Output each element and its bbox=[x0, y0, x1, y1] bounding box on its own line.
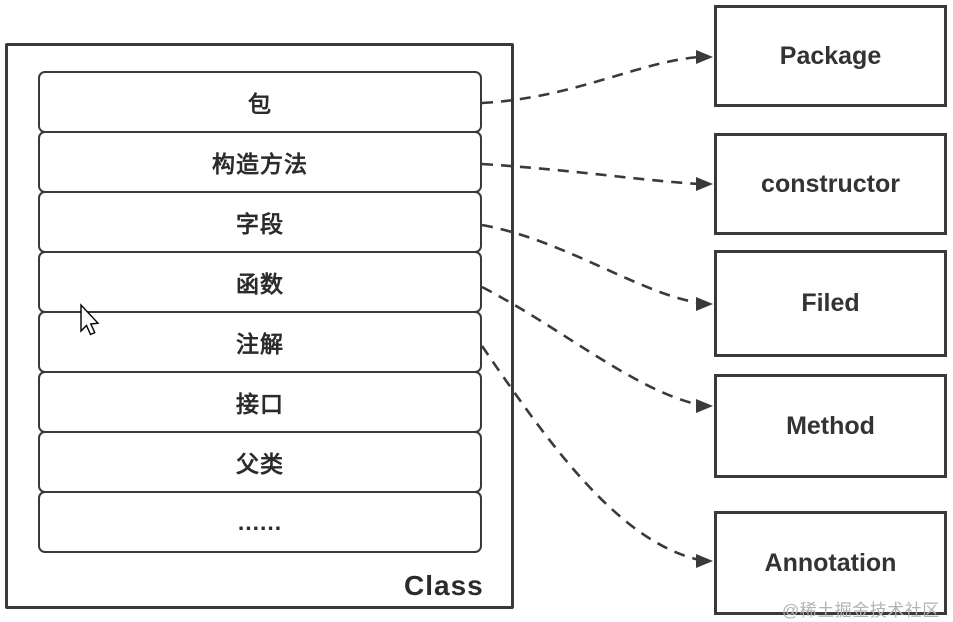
target-box-filed: Filed bbox=[714, 250, 947, 357]
row-label: 接口 bbox=[236, 391, 284, 417]
row-superclass: 父类 bbox=[38, 431, 482, 493]
arrowhead-package bbox=[696, 50, 713, 64]
target-box-constructor: constructor bbox=[714, 133, 947, 235]
target-label: Annotation bbox=[764, 548, 897, 577]
connector-filed-arrow bbox=[481, 223, 701, 305]
connector-constructor-arrow bbox=[481, 162, 701, 186]
arrowhead-filed bbox=[696, 297, 713, 311]
target-box-package: Package bbox=[714, 5, 947, 107]
target-label: Package bbox=[779, 41, 882, 70]
target-label: Filed bbox=[801, 289, 860, 317]
class-member-rows: 包 构造方法 字段 函数 注解 接口 父类 ...... bbox=[38, 71, 482, 553]
row-label: 包 bbox=[248, 91, 272, 117]
connector-method-arrow bbox=[481, 285, 701, 407]
connector-package-arrow bbox=[481, 55, 701, 105]
row-ellipsis: ...... bbox=[38, 491, 482, 553]
row-label: 函数 bbox=[236, 271, 284, 297]
row-method: 函数 bbox=[38, 251, 482, 313]
row-field: 字段 bbox=[38, 191, 482, 253]
row-label: 构造方法 bbox=[212, 151, 308, 177]
row-package: 包 bbox=[38, 71, 482, 133]
connector-annotation-arrow bbox=[480, 345, 701, 562]
row-constructor: 构造方法 bbox=[38, 131, 482, 193]
row-interface: 接口 bbox=[38, 371, 482, 433]
arrowhead-method bbox=[696, 399, 713, 413]
row-annotation: 注解 bbox=[38, 311, 482, 373]
class-title: Class bbox=[404, 570, 484, 601]
arrowhead-constructor bbox=[696, 177, 713, 191]
row-label: 注解 bbox=[236, 331, 284, 357]
target-box-method: Method bbox=[714, 374, 947, 478]
target-box-annotation: Annotation bbox=[714, 511, 947, 615]
target-label: constructor bbox=[761, 169, 900, 198]
arrowhead-annotation bbox=[696, 554, 713, 568]
target-label: Method bbox=[786, 411, 875, 440]
row-label: 父类 bbox=[236, 451, 284, 477]
row-label: ...... bbox=[237, 508, 283, 535]
row-label: 字段 bbox=[236, 211, 284, 237]
watermark-text: @稀土掘金技术社区 bbox=[782, 601, 940, 620]
